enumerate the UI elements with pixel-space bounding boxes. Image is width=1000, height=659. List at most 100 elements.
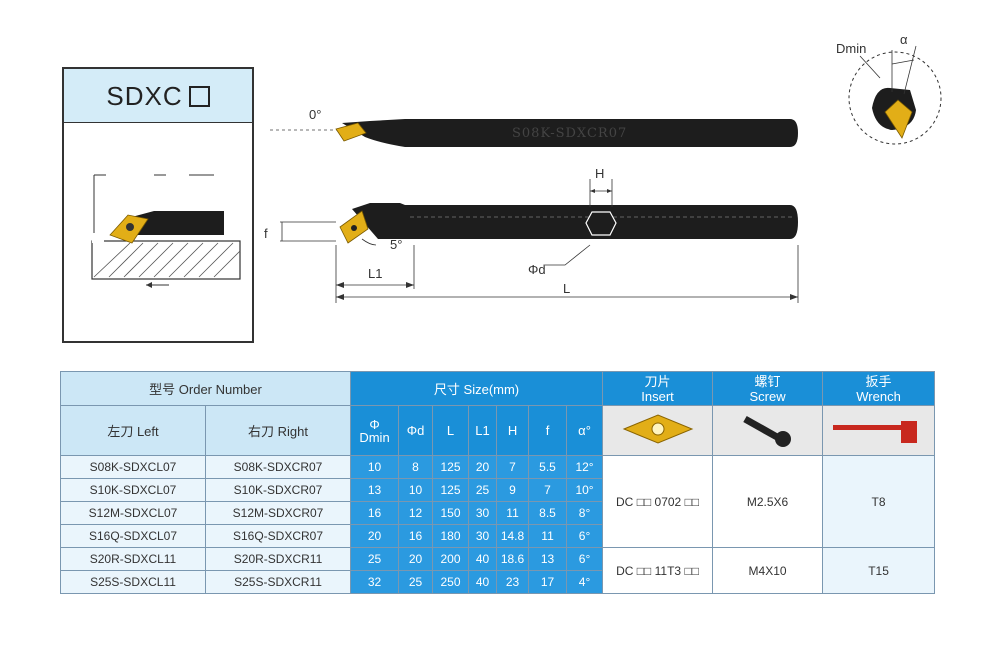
series-title-text: SDXC — [106, 81, 183, 111]
row1-L: 125 — [432, 455, 470, 479]
screw-header-en: Screw — [749, 388, 786, 404]
wrench-header-cn: 扳手 — [865, 373, 892, 389]
row4-f: 11 — [528, 524, 568, 548]
five-degree-label: 5° — [390, 237, 403, 252]
row2-L1: 25 — [468, 478, 498, 502]
dmin-label: Dmin — [836, 41, 867, 56]
col-L-header: L — [432, 405, 470, 456]
row2-H: 9 — [496, 478, 530, 502]
row2-d: 10 — [398, 478, 434, 502]
col-alpha-header: α° — [566, 405, 604, 456]
row5-left: S20R-SDXCL11 — [60, 547, 206, 571]
row4-right: S16Q-SDXCR07 — [204, 524, 352, 548]
col-L1-header: L1 — [468, 405, 498, 456]
bar-marking: S08K-SDXCR07 — [512, 126, 628, 141]
row4-d: 16 — [398, 524, 434, 548]
row3-H: 11 — [496, 501, 530, 525]
h-label: H — [595, 166, 605, 181]
row1-L1: 20 — [468, 455, 498, 479]
row6-dmin: 32 — [350, 570, 400, 594]
tool-drawing — [270, 119, 799, 303]
l-label: L — [563, 281, 571, 296]
row4-L1: 30 — [468, 524, 498, 548]
insert-group1-pre: DC — [616, 494, 634, 509]
dmin-diagram — [848, 45, 942, 145]
row4-L: 180 — [432, 524, 470, 548]
row5-right: S20R-SDXCR11 — [204, 547, 352, 571]
row5-L1: 40 — [468, 547, 498, 571]
row5-alpha: 6° — [566, 547, 604, 571]
left-header: 左刀 Left — [60, 405, 206, 456]
row2-dmin: 13 — [350, 478, 400, 502]
row3-L1: 30 — [468, 501, 498, 525]
row6-d: 25 — [398, 570, 434, 594]
wrench-group1: T8 — [822, 455, 936, 548]
row6-left: S25S-SDXCL11 — [60, 570, 206, 594]
insert-image-cell — [602, 405, 714, 456]
insert-header-cn: 刀片 — [644, 373, 671, 389]
row6-H: 23 — [496, 570, 530, 594]
wrench-image-cell — [822, 405, 936, 456]
row3-L: 150 — [432, 501, 470, 525]
series-title: SDXC — [62, 67, 254, 124]
row3-left: S12M-SDXCL07 — [60, 501, 206, 525]
row6-L: 250 — [432, 570, 470, 594]
col-d-header: Φd — [398, 405, 434, 456]
screw-group1: M2.5X6 — [712, 455, 824, 548]
screw-icon — [742, 415, 791, 447]
row4-left: S16Q-SDXCL07 — [60, 524, 206, 548]
l1-label: L1 — [368, 266, 383, 281]
row4-dmin: 20 — [350, 524, 400, 548]
row1-H: 7 — [496, 455, 530, 479]
insert-group2-post: 11T3 — [654, 563, 682, 578]
col-f-header: f — [528, 405, 568, 456]
size-header: 尺寸 Size(mm) — [350, 371, 604, 406]
row6-L1: 40 — [468, 570, 498, 594]
row6-alpha: 4° — [566, 570, 604, 594]
col-dmin-bottom: Dmin — [359, 429, 390, 445]
insert-icon — [622, 414, 693, 444]
f-label: f — [264, 226, 268, 241]
row6-f: 17 — [528, 570, 568, 594]
application-diagram-box — [62, 122, 254, 343]
row5-dmin: 25 — [350, 547, 400, 571]
alpha-label: α — [900, 32, 908, 47]
boring-application-diagram — [91, 174, 241, 288]
row4-alpha: 6° — [566, 524, 604, 548]
wrench-icon — [832, 421, 917, 443]
screw-image-cell — [712, 405, 824, 456]
insert-header-en: Insert — [641, 388, 674, 404]
row3-right: S12M-SDXCR07 — [204, 501, 352, 525]
insert-group2-pre: DC — [616, 563, 634, 578]
hand-placeholder-box — [188, 86, 210, 107]
row2-L: 125 — [432, 478, 470, 502]
row3-f: 8.5 — [528, 501, 568, 525]
row6-right: S25S-SDXCR11 — [204, 570, 352, 594]
screw-header-cn: 螺钉 — [754, 373, 781, 389]
row3-dmin: 16 — [350, 501, 400, 525]
screw-group2: M4X10 — [712, 547, 824, 594]
row2-f: 7 — [528, 478, 568, 502]
row2-left: S10K-SDXCL07 — [60, 478, 206, 502]
row2-right: S10K-SDXCR07 — [204, 478, 352, 502]
row1-f: 5.5 — [528, 455, 568, 479]
row5-L: 200 — [432, 547, 470, 571]
row1-alpha: 12° — [566, 455, 604, 479]
row1-dmin: 10 — [350, 455, 400, 479]
row5-d: 20 — [398, 547, 434, 571]
wrench-header-en: Wrench — [856, 388, 901, 404]
row1-left: S08K-SDXCL07 — [60, 455, 206, 479]
col-H-header: H — [496, 405, 530, 456]
row2-alpha: 10° — [566, 478, 604, 502]
insert-group1: DC □□ 0702 □□ — [602, 455, 714, 548]
row5-f: 13 — [528, 547, 568, 571]
insert-group1-post: 0702 — [654, 494, 682, 509]
col-dmin-top: Φ — [369, 416, 380, 432]
zero-degree-label: 0° — [309, 107, 322, 122]
row3-d: 12 — [398, 501, 434, 525]
